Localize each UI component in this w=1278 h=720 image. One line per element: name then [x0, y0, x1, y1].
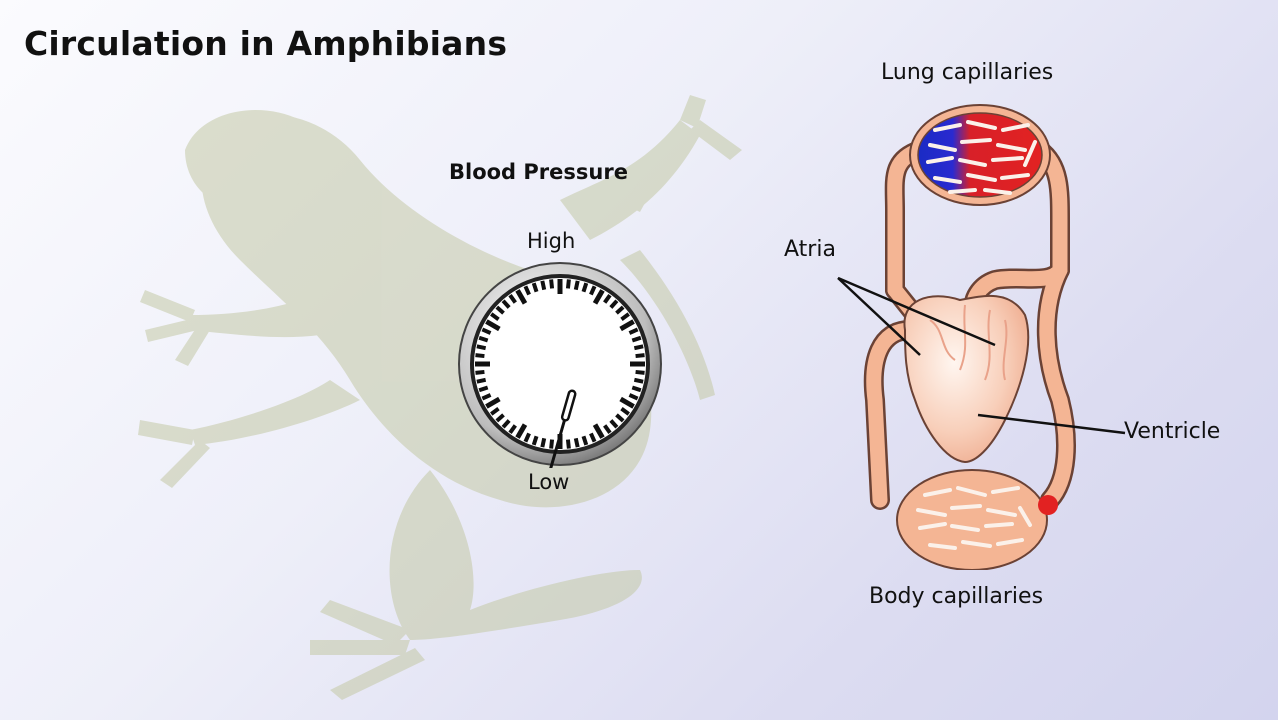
body-capillaries: [896, 469, 1058, 570]
body-capillaries-label: Body capillaries: [869, 584, 1044, 609]
gauge-tick: [603, 424, 612, 434]
gauge-tick: [540, 437, 547, 448]
gauge-tick: [485, 396, 501, 409]
gauge-tick: [573, 437, 580, 448]
gauge-tick: [633, 377, 644, 384]
heart-circulation-diagram: [837, 104, 1126, 570]
gauge-needle-hub-highlight: [563, 392, 574, 420]
gauge-tick: [508, 424, 517, 434]
gauge-tick: [475, 353, 485, 359]
pressure-gauge: [458, 262, 662, 468]
gauge-tick: [628, 393, 639, 401]
gauge-tick: [619, 396, 635, 409]
gauge-tick: [592, 289, 605, 305]
gauge-tick: [549, 439, 555, 449]
gauge-tick: [620, 312, 630, 321]
gauge-high-label: High: [527, 229, 576, 253]
gauge-tick: [490, 407, 500, 416]
gauge-tick: [635, 353, 645, 359]
gauge-tick: [523, 432, 531, 443]
gauge-tick: [481, 327, 492, 335]
gauge-tick: [619, 319, 635, 332]
gauge-ticks: [475, 279, 645, 449]
gauge-tick: [609, 419, 619, 429]
gauge-tick: [495, 413, 505, 423]
gauge-tick: [628, 327, 639, 335]
gauge-needle: [549, 389, 577, 468]
gauge-tick: [581, 435, 589, 446]
atria-label: Atria: [784, 237, 836, 262]
gauge-tick: [476, 344, 487, 351]
page-title: Circulation in Amphibians: [24, 24, 508, 63]
heart: [903, 294, 1030, 464]
gauge-tick: [589, 432, 597, 443]
gauge-tick: [531, 435, 539, 446]
gauge-low-label: Low: [528, 470, 570, 494]
gauge-tick: [615, 413, 625, 423]
gauge-tick: [523, 285, 531, 296]
gauge-tick: [609, 299, 619, 309]
gauge-tick: [495, 305, 505, 315]
gauge-tick: [565, 439, 571, 449]
lung-capillaries: [909, 104, 1051, 206]
gauge-tick: [485, 319, 501, 332]
gauge-tick: [635, 369, 645, 375]
gauge-tick: [501, 419, 511, 429]
gauge-tick: [631, 385, 642, 393]
lung-capillaries-label: Lung capillaries: [881, 60, 1054, 85]
gauge-tick: [540, 280, 547, 291]
gauge-tick: [589, 285, 597, 296]
gauge-tick: [633, 344, 644, 351]
gauge-tick: [501, 299, 511, 309]
gauge-tick: [631, 335, 642, 343]
gauge-tick: [620, 407, 630, 416]
gauge-tick: [581, 282, 589, 293]
gauge-tick: [515, 289, 528, 305]
gauge-tick: [549, 279, 555, 289]
gauge-tick: [565, 279, 571, 289]
gauge-tick: [531, 282, 539, 293]
gauge-tick: [478, 335, 489, 343]
ventricle-label: Ventricle: [1124, 419, 1221, 444]
gauge-tick: [478, 385, 489, 393]
gauge-title: Blood Pressure: [449, 160, 628, 184]
gauge-tick: [508, 294, 517, 304]
gauge-tick: [603, 294, 612, 304]
gauge-tick: [475, 369, 485, 375]
leader-lines: [837, 276, 1126, 435]
gauge-tick: [615, 305, 625, 315]
gauge-face: [470, 274, 650, 454]
gauge-tick: [573, 280, 580, 291]
gauge-tick: [490, 312, 500, 321]
gauge-tick: [515, 423, 528, 439]
gauge-tick: [481, 393, 492, 401]
gauge-tick: [592, 423, 605, 439]
gauge-tick: [476, 377, 487, 384]
